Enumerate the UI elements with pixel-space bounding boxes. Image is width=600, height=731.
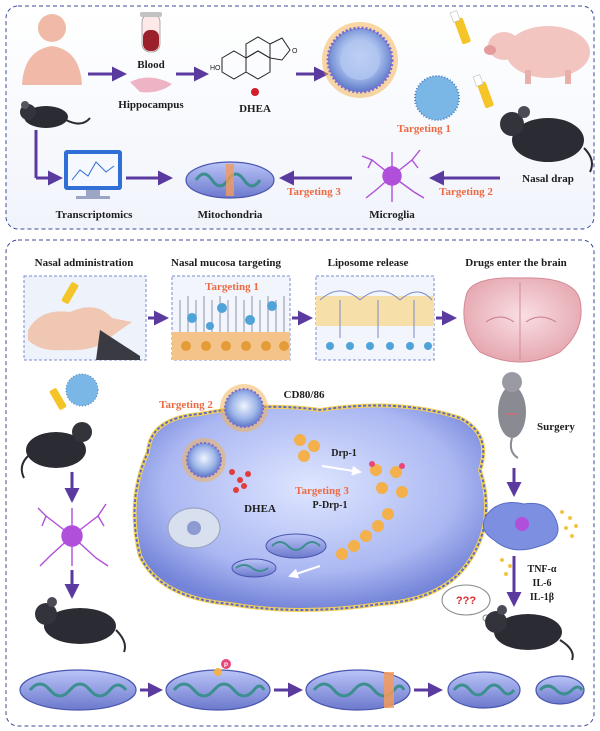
released-liposome-icon [326,342,432,350]
neuron-layer-icon [316,290,434,338]
mouse-surgery-icon [498,372,526,459]
dropper-top-icon [449,10,471,45]
mouse-left-icon [20,422,92,479]
svg-text:O: O [292,48,298,55]
cytokine-dots-icon [500,510,578,576]
mitochondria-label: Mitochondria [198,209,263,221]
liposome-icon [322,22,398,98]
microglia-label: Microglia [369,209,415,221]
mucosa-epithelium-icon [172,332,290,360]
pdrp1-spheres-icon [369,461,408,498]
step-label-liposome-release: Liposome release [328,257,409,269]
dropper-left-icon [49,388,67,410]
dhea-label: DHEA [239,103,271,115]
microglia-icon [361,149,425,202]
top-panel: Blood Hippocampus HO O DHEA [5,5,595,230]
activated-microglia-icon [482,502,559,551]
mito-row-5-icon [535,675,585,705]
microglia-cell-icon [132,403,489,612]
step-label-nasal-administration: Nasal administration [35,257,134,269]
drp1-spheres-icon [294,434,320,462]
cd-label: CD80/86 [284,389,325,401]
lipo-small-icon [65,373,99,407]
cilia-icon [179,296,285,332]
liposome-cell-top-icon [220,384,268,432]
dhea-cell-label: DHEA [244,503,276,515]
drp1-label: Drp-1 [331,448,357,459]
bottom-panel: Nasal administration Nasal mucosa target… [5,239,595,727]
mitochondria-cell-icon [265,533,327,559]
cytokine-il6-label: IL-6 [533,578,552,589]
drp1-chain-icon [336,508,394,560]
targeting2-cell-label: Targeting 2 [159,399,213,411]
pdrp1-label: P-Drp-1 [313,500,348,511]
arrow-drp1-to-pdrp1 [321,465,362,476]
human-silhouette-icon [22,14,82,85]
top-panel-border [5,5,595,230]
cytokine-tnf-label: TNF-α [528,564,557,575]
mito-row-4-icon [447,671,521,709]
dropper-face-icon [61,282,79,304]
computer-monitor-icon [64,150,122,199]
targeting3-top-label: Targeting 3 [287,186,341,198]
targeting3-cell-label: Targeting 3 [295,485,349,497]
hippocampus-label: Hippocampus [118,99,184,111]
mito-row-2-icon [165,659,271,711]
mito-row-1-icon [19,669,137,711]
step-label-drugs-enter-brain: Drugs enter the brain [465,257,567,269]
dhea-structure-icon: HO O [210,36,298,80]
pig-icon [484,26,590,84]
transcriptomics-label: Transcriptomics [56,209,134,221]
blood-tube-icon [140,12,162,53]
cytokine-il1b-label: IL-1β [530,592,554,603]
face-icon [28,307,140,360]
mucosa-targeting1-label: Targeting 1 [205,281,259,293]
brain-section-icon [463,277,582,363]
dhea-dot [251,88,259,96]
p-marker-mito: P [224,663,228,669]
hippocampus-icon [130,77,172,93]
liposome-cell-left-icon [182,438,226,482]
nasal-drap-label: Nasal drap [522,173,574,185]
mucosa-liposome-icon [187,301,277,330]
question-label: ??? [456,595,476,607]
targeting2-top-label: Targeting 2 [439,186,493,198]
mouse-bottom-right-icon [485,605,574,661]
mouse-icon [20,101,91,128]
step-label-mucosa-targeting: Nasal mucosa targeting [171,257,281,269]
mitochondria-icon [185,161,275,199]
targeting1-label: Targeting 1 [397,123,451,135]
blood-label: Blood [137,59,165,71]
dropper-bottom-icon [472,74,494,109]
surgery-label: Surgery [537,421,575,433]
svg-text:HO: HO [210,65,221,72]
microglia-left-icon [37,503,109,567]
mito-row-3-icon [305,669,411,711]
mitochondria-fragment-icon [231,558,277,578]
nucleus-icon [167,507,221,549]
nanoparticle-icon [414,75,460,121]
arrow-cell-chain-to-mito [288,565,321,579]
dhea-red-dots-icon [229,469,251,493]
mouse-nasal-icon [500,106,593,173]
mouse-bottom-left-icon [35,597,126,653]
